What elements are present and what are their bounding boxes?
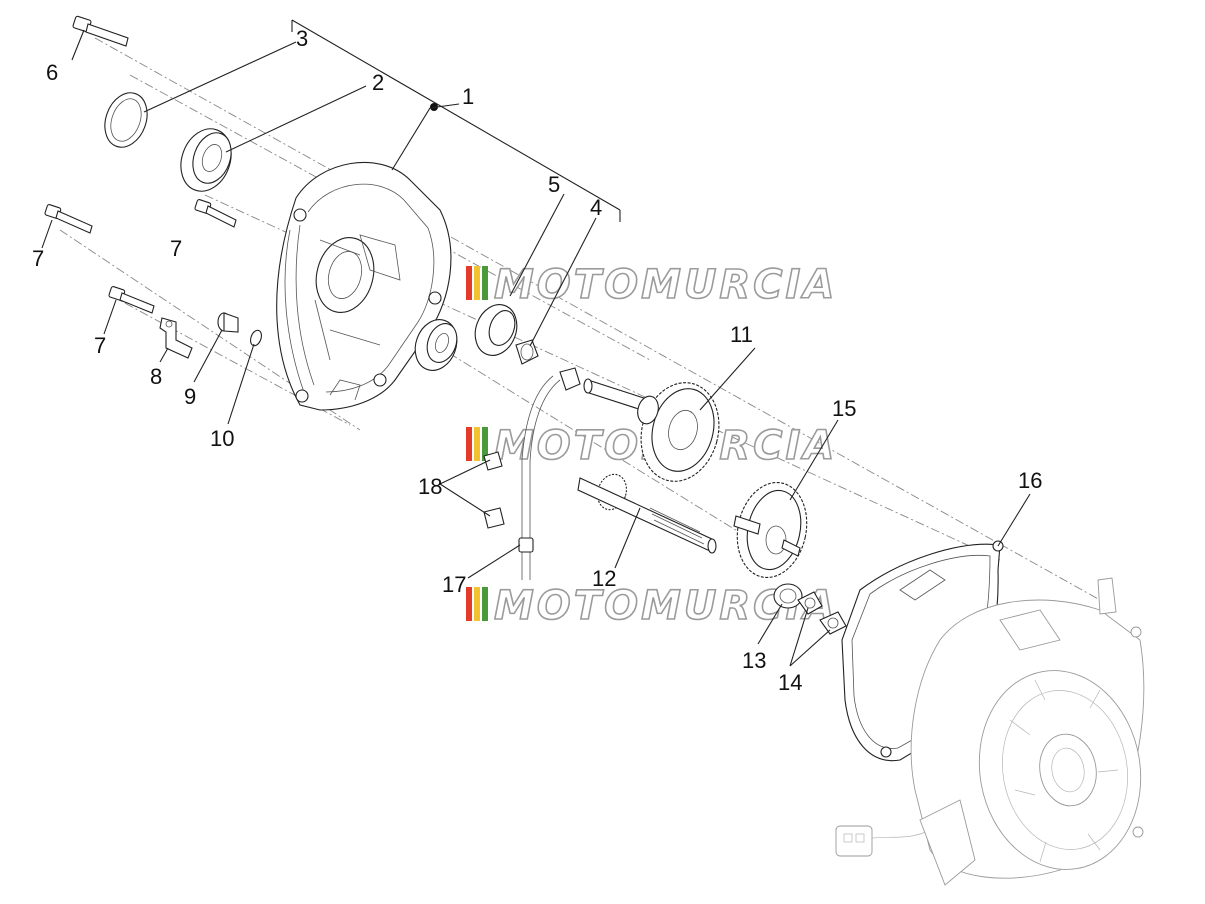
leader-lines bbox=[41, 29, 1031, 667]
circlip-3 bbox=[104, 92, 148, 148]
callout-3: 3 bbox=[296, 26, 308, 51]
callout-18: 18 bbox=[418, 474, 442, 499]
callout-6: 6 bbox=[46, 60, 58, 85]
callout-15: 15 bbox=[832, 396, 856, 421]
engine-assembly-reference bbox=[835, 577, 1145, 886]
bearing-5 bbox=[414, 319, 458, 371]
callout-5: 5 bbox=[548, 172, 560, 197]
callout-10: 10 bbox=[210, 426, 234, 451]
callout-17: 17 bbox=[442, 572, 466, 597]
watermark-text: MOTOMURCIA bbox=[494, 262, 837, 308]
shims-14 bbox=[797, 591, 847, 635]
bolt-7-upper bbox=[44, 204, 93, 234]
callout-7-left: 7 bbox=[32, 246, 44, 271]
callout-14: 14 bbox=[778, 670, 802, 695]
callout-7-middle: 7 bbox=[170, 236, 182, 261]
transmission-cover-1 bbox=[276, 161, 452, 411]
washer-13 bbox=[773, 583, 803, 609]
washer-10 bbox=[250, 329, 262, 347]
gear-15 bbox=[733, 481, 808, 579]
sensor-cable-17 bbox=[518, 367, 581, 580]
callout-7-lower: 7 bbox=[94, 333, 106, 358]
bolt-7-lower bbox=[108, 286, 155, 314]
callout-9: 9 bbox=[184, 384, 196, 409]
callout-11: 11 bbox=[730, 322, 753, 347]
clips-18 bbox=[483, 451, 505, 529]
callout-13: 13 bbox=[742, 648, 766, 673]
bolt-6 bbox=[72, 15, 129, 47]
dowel-pin-9 bbox=[217, 312, 239, 333]
spline-shaft-12 bbox=[577, 473, 717, 554]
gear-shaft-11 bbox=[583, 378, 720, 482]
bracket-8 bbox=[159, 317, 193, 359]
bush-4 bbox=[515, 339, 539, 365]
callout-8: 8 bbox=[150, 364, 162, 389]
callout-4: 4 bbox=[590, 195, 602, 220]
callout-labels: 1 2 3 4 5 6 7 7 7 8 9 10 11 12 13 14 15 … bbox=[32, 26, 1042, 695]
callout-1: 1 bbox=[462, 84, 474, 109]
oil-seal bbox=[474, 304, 518, 356]
watermark-top: MOTOMURCIA bbox=[466, 261, 837, 309]
callout-12: 12 bbox=[592, 566, 616, 591]
callout-2: 2 bbox=[372, 70, 384, 95]
bolt-7-middle bbox=[194, 199, 237, 228]
assembly-axis-lines bbox=[59, 37, 1101, 601]
bearing-2 bbox=[180, 128, 232, 192]
callout-16: 16 bbox=[1018, 468, 1042, 493]
